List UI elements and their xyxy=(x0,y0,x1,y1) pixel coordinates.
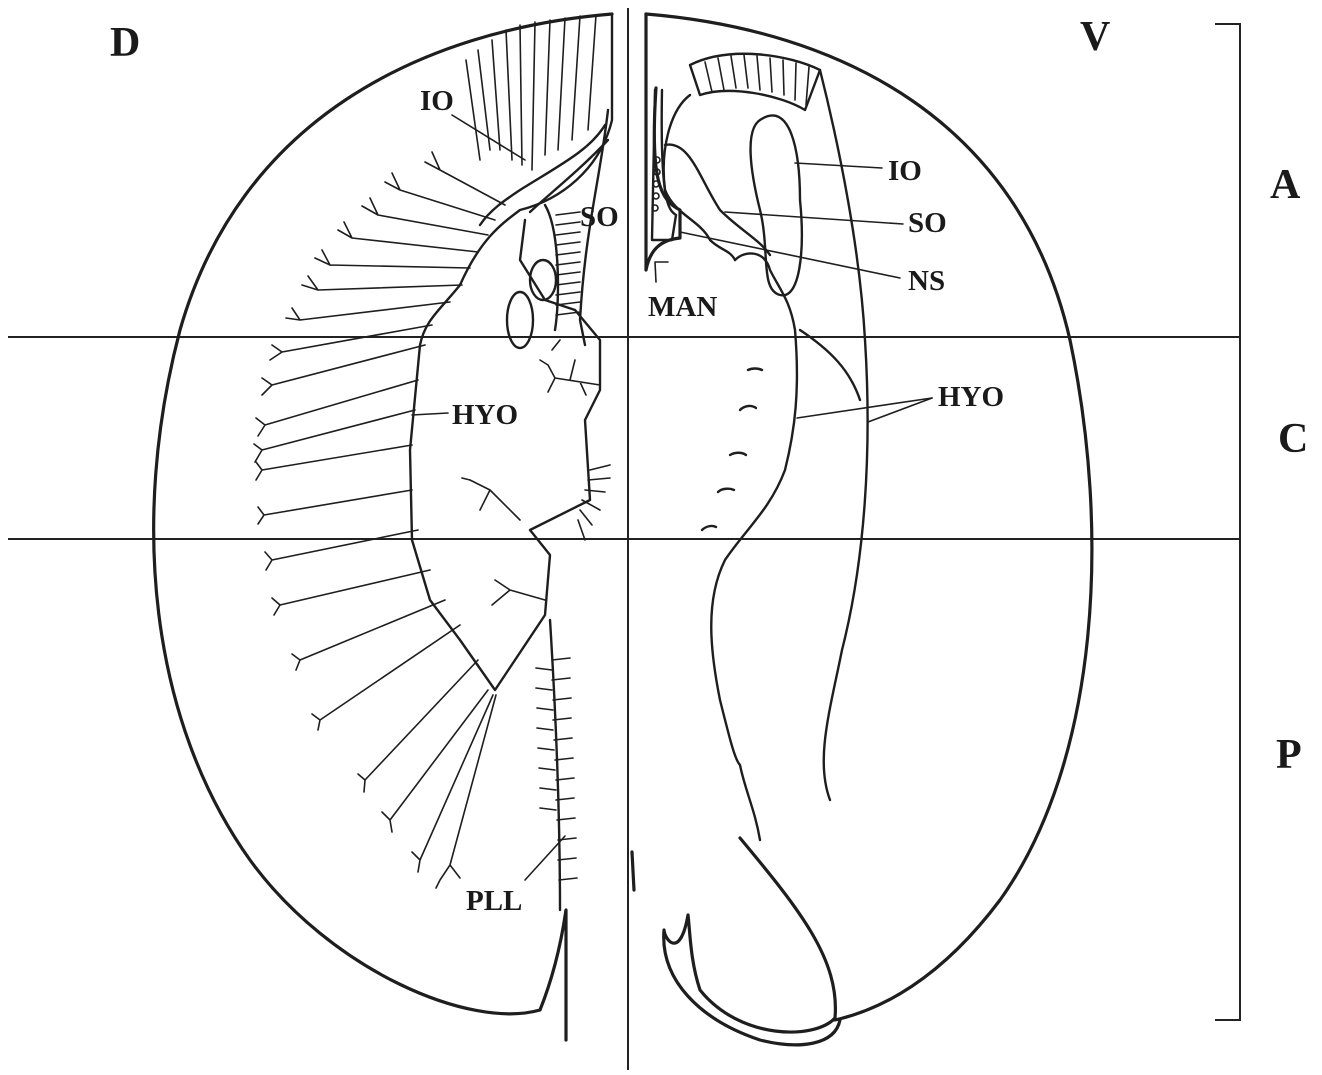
ventral-view-label: V xyxy=(1080,14,1110,60)
ventral-man-label: MAN xyxy=(648,291,717,323)
dorsal-io-label: IO xyxy=(420,85,454,117)
dorsal-hyo-label: HYO xyxy=(452,399,518,431)
region-bracket xyxy=(1215,24,1240,1020)
dorsal-so-label: SO xyxy=(580,201,619,233)
ventral-left-mark xyxy=(632,852,634,890)
region-label-posterior: P xyxy=(1276,732,1302,778)
region-label-anterior: A xyxy=(1270,162,1301,208)
dorsal-view-label: D xyxy=(110,20,140,66)
ventral-ns-label: NS xyxy=(908,265,945,297)
ventral-hyo-label: HYO xyxy=(938,381,1004,413)
dorsal-io-leader xyxy=(452,115,525,160)
ventral-io-label: IO xyxy=(888,155,922,187)
ventral-so-label: SO xyxy=(908,207,947,239)
dorsal-canals xyxy=(254,14,612,910)
dorsal-body-outline xyxy=(154,14,612,1040)
dorsal-pll-label: PLL xyxy=(466,885,522,917)
region-label-central: C xyxy=(1278,416,1308,462)
dorsal-hyo-leader xyxy=(412,413,448,415)
ventral-body-outline xyxy=(646,14,1092,1020)
ventral-mouth-fold xyxy=(664,838,840,1045)
